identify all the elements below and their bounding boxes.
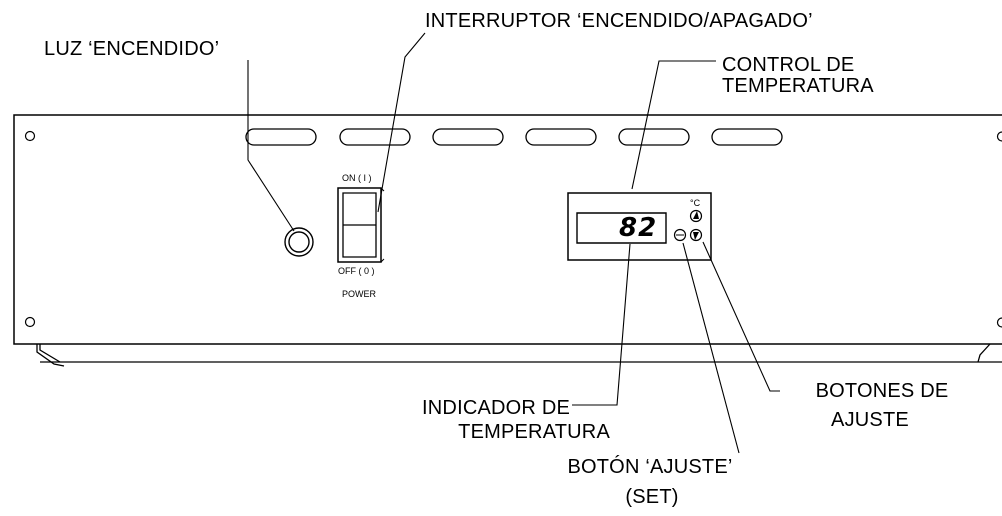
vent-slot [340,129,410,145]
label-power-switch: INTERRUPTOR ‘ENCENDIDO/APAGADO’ [425,10,813,32]
leader-power-light [248,60,294,231]
vent-slot [246,129,316,145]
label-temp-control-2: TEMPERATURA [722,75,874,97]
mounting-hole [26,132,35,141]
leader-lines [248,33,780,453]
mounting-hole [998,318,1002,327]
vent-slot [526,129,596,145]
set-button [675,230,686,241]
leader-temp-control [632,61,716,189]
switch-on-label: ON ( I ) [342,173,372,183]
leader-temp-indicator [572,244,630,405]
mounting-hole [26,318,35,327]
label-adjust-buttons-1: BOTONES DE [815,380,949,402]
bottom-flange [37,344,1002,366]
power-light [285,228,313,256]
label-temp-indicator-2: TEMPERATURA [458,421,610,443]
vent-slot [619,129,689,145]
label-adjust-buttons-2: AJUSTE [831,409,909,431]
temperature-controller [568,193,711,260]
switch-caption: POWER [342,289,377,299]
ventilation-slots [246,129,782,145]
display-window [577,213,666,243]
label-set-button-1: BOTÓN ‘AJUSTE’ [567,456,733,478]
down-adjust-button [691,230,702,241]
front-panel [14,115,1002,344]
vent-slot [433,129,503,145]
up-adjust-button [691,211,702,222]
temperature-reading: 82 [619,213,658,243]
label-set-button-2: (SET) [625,486,679,508]
leader-adjust-buttons [703,242,780,391]
switch-off-label: OFF ( 0 ) [338,266,375,276]
unit-label: °C [690,198,701,208]
leader-set-button [683,243,739,453]
label-power-light: LUZ ‘ENCENDIDO’ [44,38,220,60]
power-switch [338,188,384,262]
mounting-hole [998,132,1002,141]
leader-power-switch [378,33,425,212]
vent-slot [712,129,782,145]
label-temp-control-1: CONTROL DE [722,54,855,76]
label-temp-indicator-1: INDICADOR DE [422,397,570,419]
controller-bezel [568,193,711,260]
